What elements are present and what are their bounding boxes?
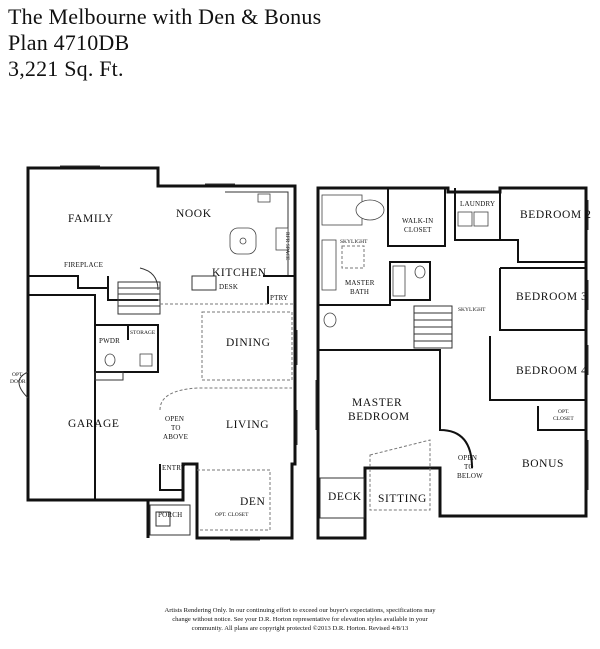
label-bonus-opt-closet-2: CLOSET bbox=[553, 416, 574, 422]
label-walk-in-1: WALK-IN bbox=[402, 217, 433, 225]
label-walk-in-2: CLOSET bbox=[404, 226, 432, 234]
room-label-nook: NOOK bbox=[176, 208, 212, 220]
garage-opt-door-swing bbox=[18, 371, 29, 399]
room-label-bedroom2: BEDROOM 2 bbox=[520, 209, 592, 221]
label-open-to-above-2: TO bbox=[171, 424, 181, 432]
second-floor-stairs bbox=[413, 305, 453, 349]
powder-toilet-icon bbox=[104, 353, 116, 367]
bedroom4-wall bbox=[489, 336, 586, 401]
room-label-living: LIVING bbox=[226, 419, 269, 431]
disclaimer-line-1: Artists Rendering Only. In our continuin… bbox=[164, 607, 436, 614]
label-open-to-below-3: BELOW bbox=[457, 472, 483, 480]
refrigerator-space-icon bbox=[275, 227, 289, 251]
first-floor-exterior-wall bbox=[26, 166, 297, 540]
bonus-closet-wall bbox=[537, 406, 586, 431]
label-opt-door-2: DOOR bbox=[10, 379, 26, 385]
square-footage: 3,221 Sq. Ft. bbox=[8, 56, 124, 81]
master-bedroom-wall bbox=[318, 349, 441, 400]
open-to-above-outline bbox=[159, 387, 292, 411]
plan-title: The Melbourne with Den & Bonus bbox=[8, 4, 322, 29]
skylight-outline bbox=[341, 245, 365, 269]
room-label-bedroom3: BEDROOM 3 bbox=[516, 291, 588, 303]
bedroom3-wall bbox=[499, 268, 586, 331]
disclaimer-line-3: community. All plans are copyright prote… bbox=[191, 625, 409, 632]
den-closet-outline bbox=[197, 469, 271, 531]
room-label-sitting: SITTING bbox=[378, 493, 427, 505]
fireplace-wall bbox=[28, 275, 109, 289]
label-open-to-below-2: TO bbox=[464, 463, 474, 471]
label-fireplace: FIREPLACE bbox=[64, 261, 103, 269]
room-label-dining: DINING bbox=[226, 337, 270, 349]
bedroom2-wall bbox=[499, 192, 586, 263]
powder-room-wall bbox=[95, 324, 159, 373]
second-floor-plan: WALK-IN CLOSET LAUNDRY BEDROOM 2 SKYLIGH… bbox=[315, 186, 592, 540]
sitting-area-outline bbox=[369, 439, 431, 511]
cooktop-icon bbox=[239, 237, 247, 245]
room-label-kitchen: KITCHEN bbox=[212, 267, 267, 279]
label-laundry: LAUNDRY bbox=[460, 200, 495, 208]
garage-wall bbox=[28, 294, 96, 500]
label-den-opt-closet: OPT. CLOSET bbox=[215, 512, 249, 518]
label-opt-door-1: OPT. bbox=[12, 372, 24, 378]
label-porch: PORCH bbox=[158, 511, 182, 519]
label-skylight-2: SKYLIGHT bbox=[458, 307, 486, 313]
room-label-family: FAMILY bbox=[68, 213, 114, 225]
first-floor-plan: FAMILY NOOK KITCHEN FIREPLACE DESK PTRY … bbox=[10, 165, 298, 541]
label-storage: STORAGE bbox=[130, 330, 156, 336]
room-label-powder: PWDR bbox=[99, 337, 120, 345]
room-label-bedroom4: BEDROOM 4 bbox=[516, 365, 588, 377]
hall-toilet-icon bbox=[414, 265, 426, 279]
disclaimer: Artists Rendering Only. In our continuin… bbox=[90, 606, 510, 633]
dining-area-outline bbox=[201, 311, 293, 381]
label-skylight-1: SKYLIGHT bbox=[340, 239, 368, 245]
room-label-master-1: MASTER bbox=[352, 397, 402, 409]
bathtub-icon bbox=[355, 199, 385, 221]
label-desk: DESK bbox=[219, 283, 238, 291]
kitchen-sink-icon bbox=[257, 193, 271, 203]
shower-icon bbox=[321, 194, 363, 226]
porch-outline bbox=[149, 504, 191, 536]
walk-in-closet-wall bbox=[387, 188, 446, 247]
room-label-bonus: BONUS bbox=[522, 458, 564, 470]
label-master-bath-2: BATH bbox=[350, 288, 369, 296]
room-label-master-2: BEDROOM bbox=[348, 411, 410, 423]
master-toilet-icon bbox=[323, 312, 337, 328]
room-label-garage: GARAGE bbox=[68, 418, 120, 430]
disclaimer-line-2: change without notice. See your D.R. Hor… bbox=[172, 616, 428, 623]
hall-bath-wall bbox=[389, 261, 431, 301]
room-label-deck: DECK bbox=[328, 491, 362, 503]
plan-number: Plan 4710DB bbox=[8, 30, 130, 55]
porch-column bbox=[155, 511, 171, 527]
vanity-icon bbox=[321, 239, 337, 291]
desk-icon bbox=[191, 275, 217, 291]
label-refrigerator-space: RFR SPACE bbox=[284, 232, 290, 261]
label-master-bath-1: MASTER bbox=[345, 279, 375, 287]
washer-icon bbox=[457, 211, 473, 227]
deck-outline bbox=[319, 477, 365, 519]
powder-sink-icon bbox=[139, 353, 153, 367]
dryer-icon bbox=[473, 211, 489, 227]
entry-wall bbox=[159, 464, 183, 491]
first-floor-stairs bbox=[117, 267, 161, 315]
label-entry: ENTRY bbox=[162, 464, 186, 472]
room-label-den: DEN bbox=[240, 496, 266, 508]
hall-tub-icon bbox=[392, 265, 406, 297]
garage-step bbox=[94, 371, 124, 381]
open-to-below-wall bbox=[439, 400, 473, 469]
label-pantry: PTRY bbox=[270, 294, 288, 302]
label-open-to-above-1: OPEN bbox=[165, 415, 184, 423]
label-bonus-opt-closet-1: OPT. bbox=[558, 409, 570, 415]
label-open-to-below-1: OPEN bbox=[458, 454, 477, 462]
label-open-to-above-3: ABOVE bbox=[163, 433, 188, 441]
